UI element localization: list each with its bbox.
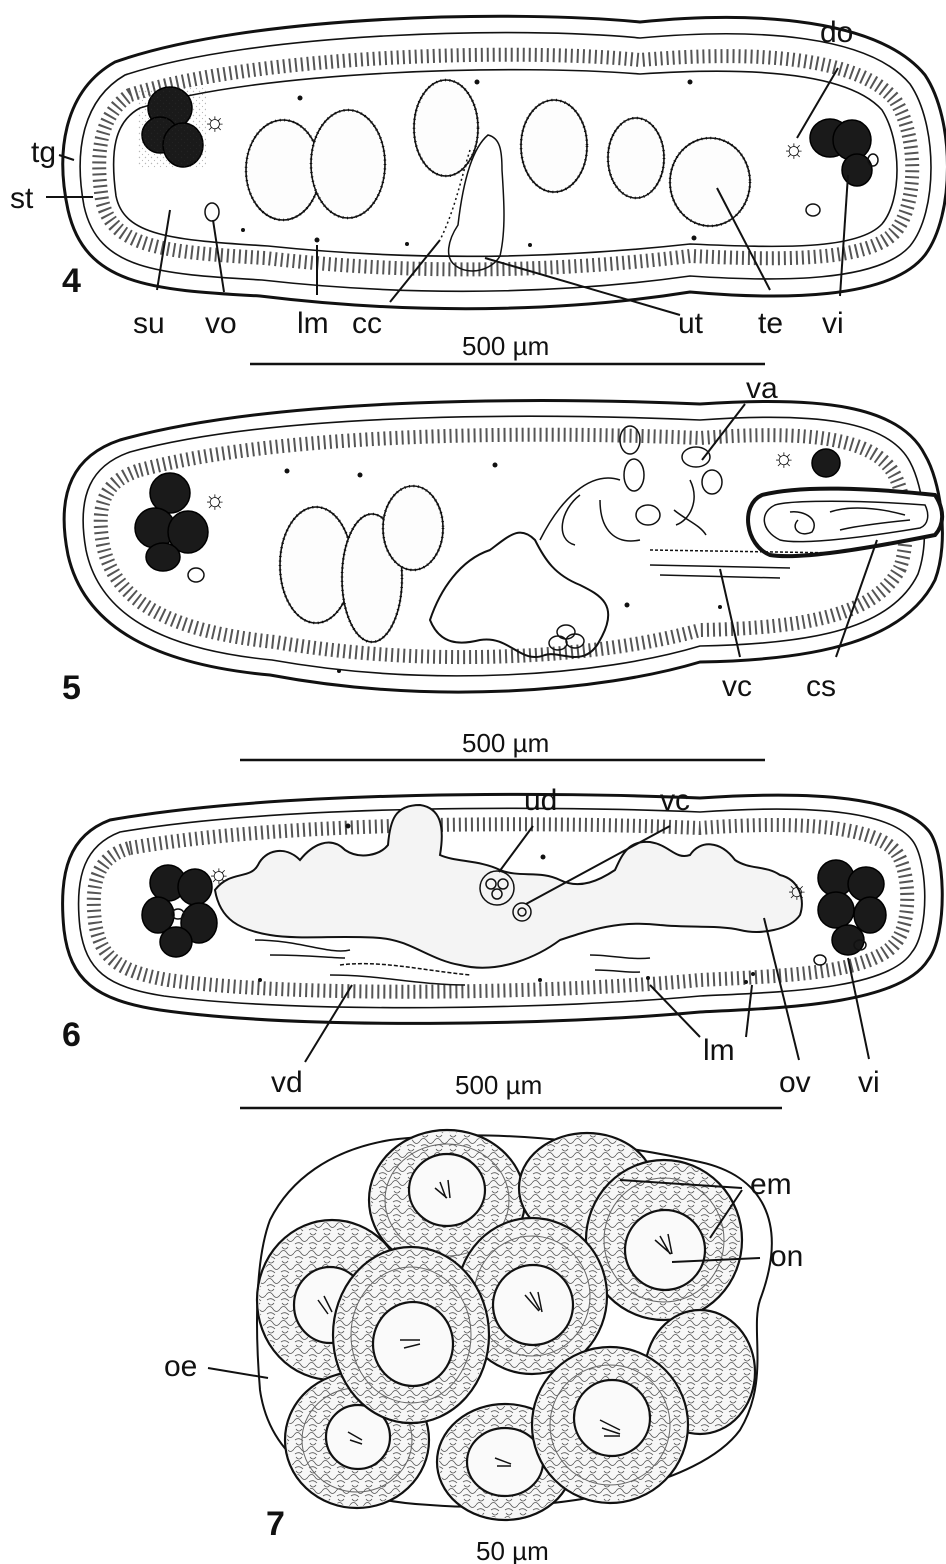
figure-number-7: 7 (266, 1505, 285, 1543)
label-on: on (770, 1240, 803, 1273)
figure-number-6: 6 (62, 1016, 81, 1054)
figure-6: ☼ ☼ (62, 784, 942, 1108)
label-do: do (820, 16, 853, 49)
label-vc: vc (722, 670, 752, 703)
label-ov: ov (779, 1066, 811, 1099)
scale-label-7: 50 µm (476, 1536, 549, 1564)
scale-label-5: 500 µm (462, 728, 549, 758)
label-tg: tg (31, 136, 56, 169)
scale-label-6: 500 µm (455, 1070, 542, 1100)
figure-number-5: 5 (62, 669, 81, 707)
label-ud: ud (524, 784, 557, 817)
label-vc: vc (660, 784, 690, 817)
label-cs: cs (806, 670, 836, 703)
figure-5: ☼ (62, 372, 942, 760)
label-oe: oe (164, 1350, 197, 1383)
label-lm: lm (297, 307, 329, 340)
figure-number-4: 4 (62, 262, 81, 300)
cilia-glyph: ☼ (203, 106, 227, 136)
vitellarium-right (812, 449, 840, 477)
cilia-glyph: ☼ (782, 133, 806, 163)
label-su: su (133, 307, 165, 340)
label-te: te (758, 307, 783, 340)
label-ut: ut (678, 307, 704, 340)
label-em: em (750, 1168, 792, 1201)
cilia-glyph: ☼ (772, 442, 796, 472)
label-vi: vi (858, 1066, 880, 1099)
figure-4: ☼ ☼ (10, 16, 946, 364)
label-vo: vo (205, 307, 237, 340)
vitellarium-left (138, 86, 206, 168)
label-vi: vi (822, 307, 844, 340)
scale-label-4: 500 µm (462, 331, 549, 361)
label-lm: lm (703, 1034, 735, 1067)
label-cc: cc (352, 307, 382, 340)
label-st: st (10, 182, 34, 215)
label-va: va (746, 372, 778, 405)
cilia-glyph: ☼ (785, 874, 809, 904)
cilia-glyph: ☼ (203, 484, 227, 514)
label-vd: vd (271, 1066, 303, 1099)
figure-7: em on oe 7 50 µm (164, 1130, 803, 1564)
